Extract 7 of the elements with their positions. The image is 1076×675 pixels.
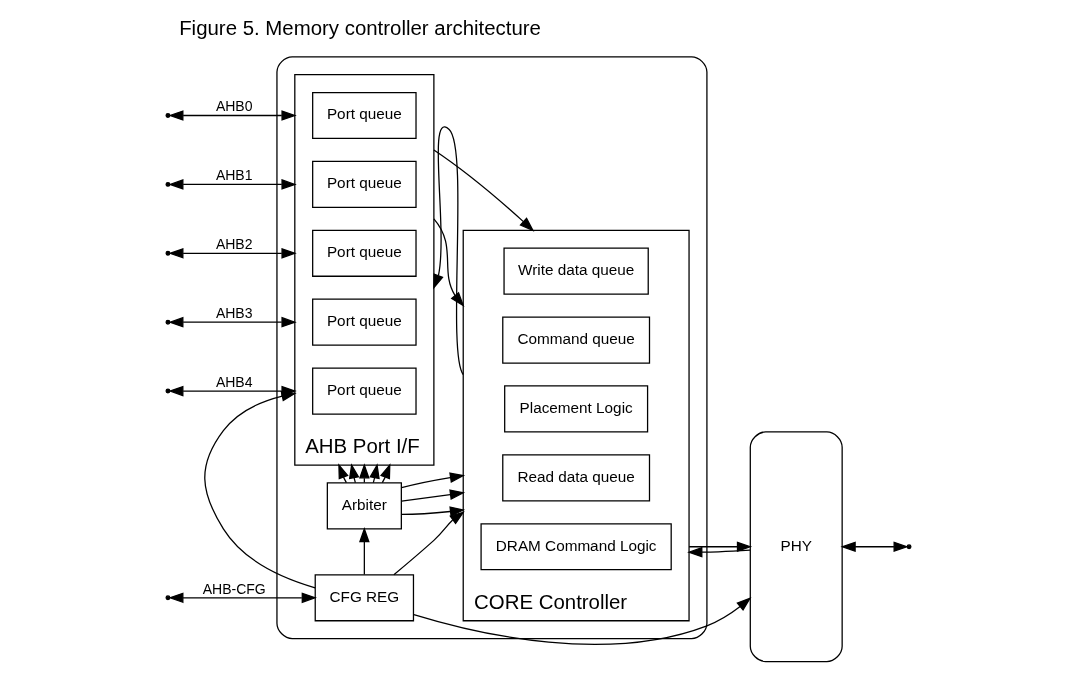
edge-label: AHB2 — [215, 236, 253, 253]
diagram-title: Figure 5. Memory controller architecture — [178, 16, 541, 39]
edge-label: AHB3 — [215, 305, 253, 322]
edge-label: AHB0 — [215, 98, 253, 115]
edge-label: AHB1 — [215, 167, 253, 184]
edge-label: AHB-CFG — [202, 580, 266, 597]
edge-label: AHB4 — [215, 374, 253, 390]
